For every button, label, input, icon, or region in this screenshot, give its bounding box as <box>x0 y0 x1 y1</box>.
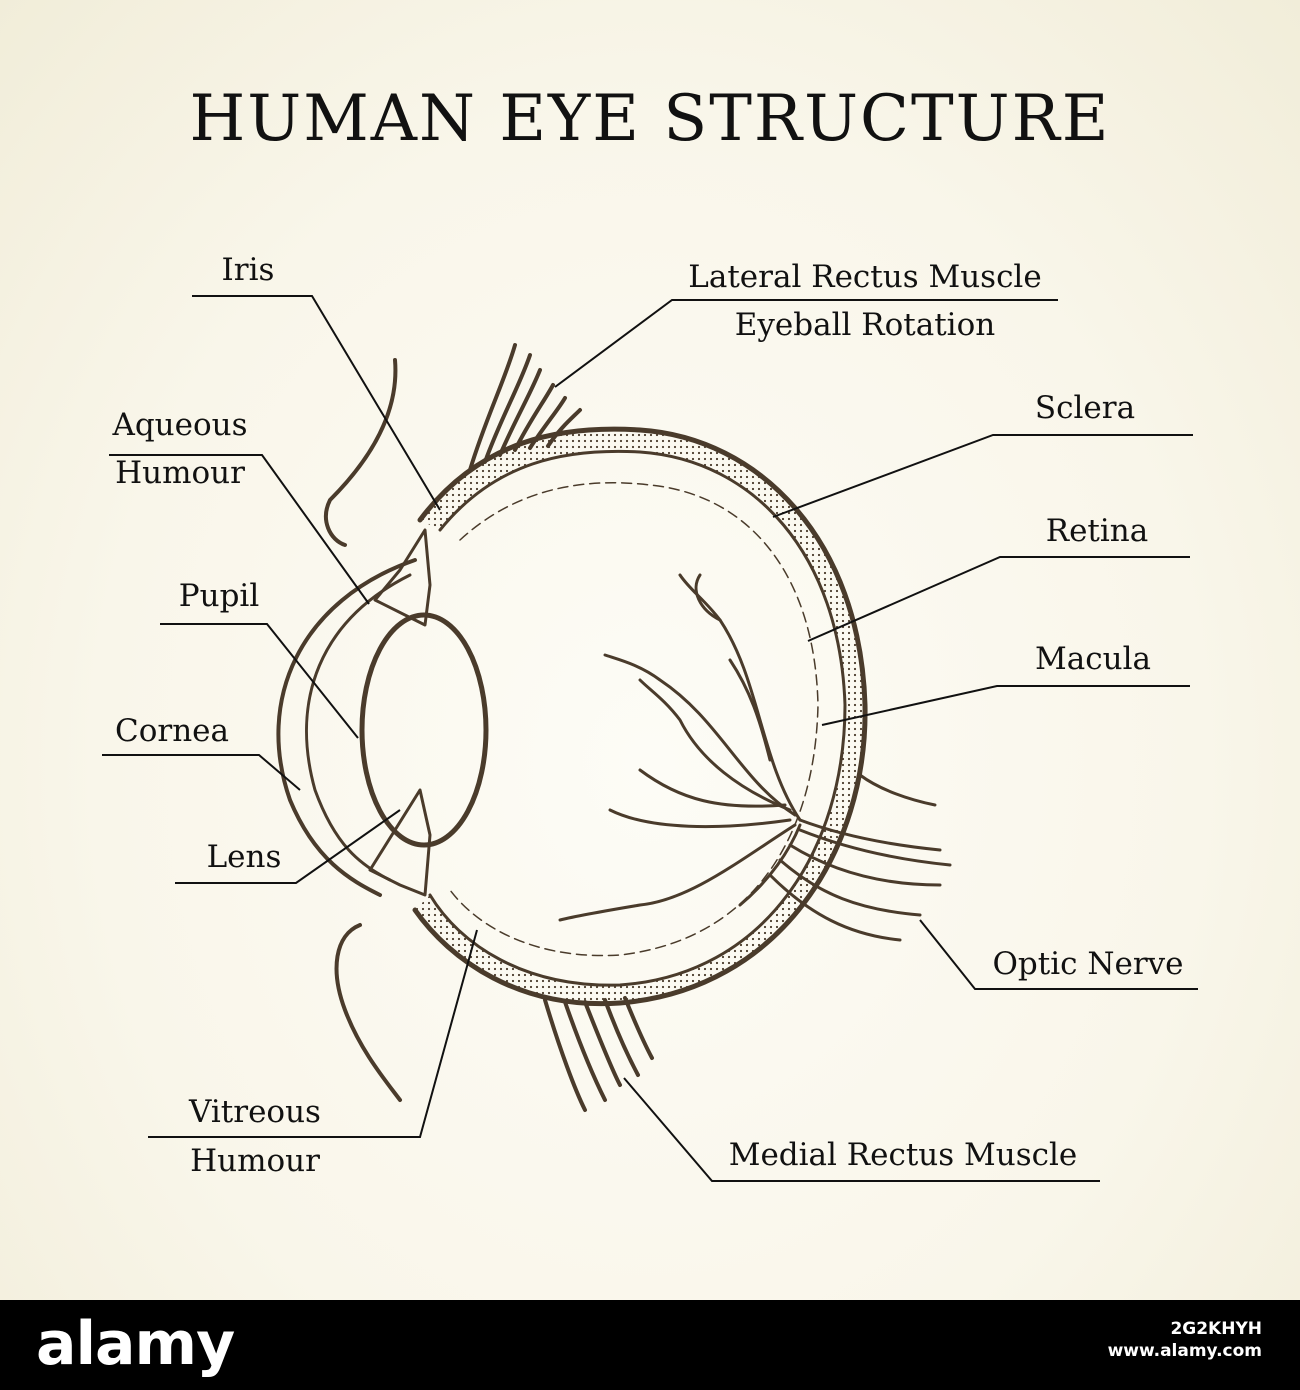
optic-nerve-fibers <box>768 773 952 942</box>
iris-leader <box>192 295 441 511</box>
watermark-id-block: 2G2KHYH www.alamy.com <box>1108 1318 1262 1362</box>
cheek-profile <box>334 923 402 1102</box>
label-aqueous-1: Aqueous <box>111 407 247 443</box>
page-title: HUMAN EYE STRUCTURE <box>189 82 1110 156</box>
cornea-leader <box>102 754 301 791</box>
iris-upper <box>373 528 432 627</box>
eye-diagram: HUMAN EYE STRUCTURE <box>102 82 1198 1182</box>
eye-illustration <box>276 343 952 1112</box>
vitreous-leader <box>148 929 478 1138</box>
medial-rectus-fibers <box>543 996 654 1112</box>
label-optic-nerve: Optic Nerve <box>993 946 1184 982</box>
lateral-rectus-leader <box>554 299 1058 388</box>
label-lens: Lens <box>207 839 282 875</box>
label-sclera: Sclera <box>1035 390 1135 426</box>
label-pupil: Pupil <box>179 578 260 614</box>
label-iris: Iris <box>222 252 275 288</box>
macula-leader <box>821 685 1190 726</box>
cornea-arc-inner <box>305 573 412 882</box>
leader-lines <box>102 295 1198 1182</box>
lens-shape <box>359 612 489 848</box>
lens-leader <box>175 809 401 884</box>
label-medial-rectus: Medial Rectus Muscle <box>729 1137 1078 1173</box>
label-retina: Retina <box>1046 513 1149 549</box>
watermark-site: www.alamy.com <box>1107 1341 1262 1361</box>
label-macula: Macula <box>1035 641 1151 677</box>
brow-profile <box>324 358 398 547</box>
label-eyeball-rotation: Eyeball Rotation <box>735 307 995 343</box>
labels: Iris Lateral Rectus Muscle Eyeball Rotat… <box>111 252 1183 1179</box>
retina-leader <box>807 556 1190 642</box>
label-cornea: Cornea <box>115 713 229 749</box>
pupil-leader <box>160 623 359 739</box>
aqueous-leader <box>109 454 370 605</box>
watermark-image-id: 2G2KHYH <box>1170 1319 1262 1339</box>
label-vitreous-2: Humour <box>190 1143 320 1179</box>
retina-outline <box>428 449 847 987</box>
cornea-arc-outer <box>276 558 417 897</box>
watermark-logo: alamy <box>36 1309 235 1379</box>
retinal-vessels <box>558 573 802 922</box>
inner-dashed-layer <box>449 482 819 957</box>
choroid-band <box>415 429 866 1004</box>
medial-rectus-leader <box>623 1077 1100 1182</box>
sclera-leader <box>772 434 1193 518</box>
iris-lower <box>368 788 432 897</box>
optic-nerve-leader <box>919 919 1198 990</box>
label-aqueous-2: Humour <box>115 455 245 491</box>
label-lateral-rectus: Lateral Rectus Muscle <box>688 259 1041 295</box>
label-vitreous-1: Vitreous <box>188 1094 321 1130</box>
watermark-bar <box>0 1300 1300 1390</box>
